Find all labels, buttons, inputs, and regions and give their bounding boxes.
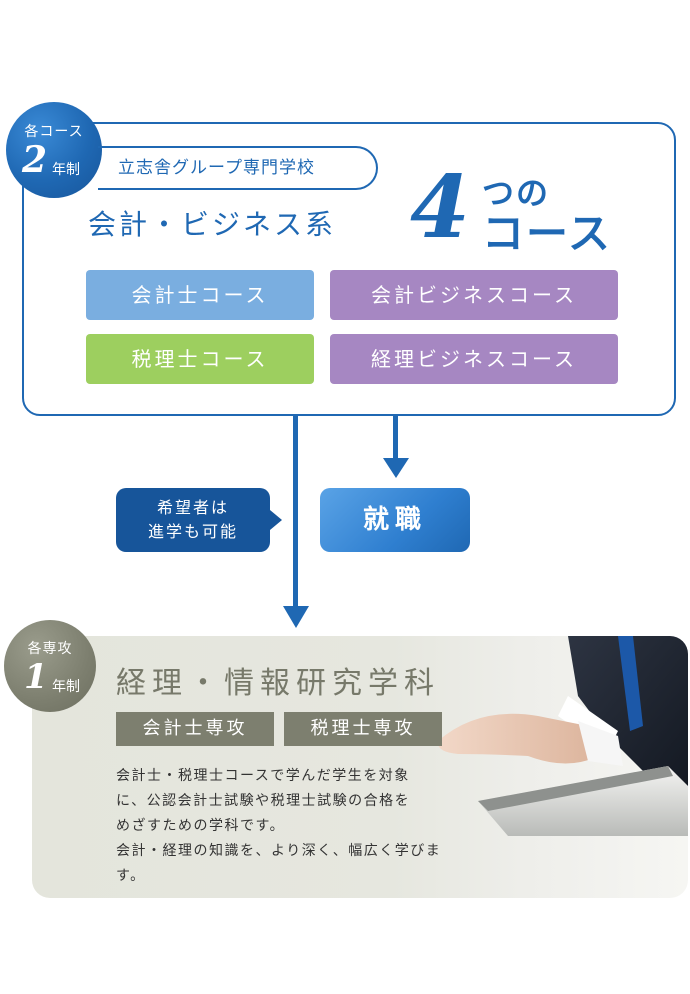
course-bookkeeping-business[interactable]: 経理ビジネスコース	[330, 334, 618, 384]
school-name: 立志舎グループ専門学校	[98, 146, 378, 190]
duration-badge-2year: 各コース 2 年制	[6, 102, 102, 198]
badge-number: 1	[24, 657, 48, 697]
arrow-down-icon	[383, 458, 409, 478]
employment-button[interactable]: 就職	[320, 488, 470, 552]
flow-arrow-to-department	[293, 416, 298, 612]
course-accountant[interactable]: 会計士コース	[86, 270, 314, 320]
advance-option-callout: 希望者は 進学も可能	[116, 488, 270, 552]
advance-line2: 進学も可能	[147, 522, 238, 541]
badge-unit: 年制	[52, 162, 80, 178]
flow-arrow-to-employment	[393, 416, 398, 462]
major-tax-accountant[interactable]: 税理士専攻	[284, 712, 442, 746]
badge-number: 2	[22, 139, 48, 181]
duration-badge-1year: 各専攻 1 年制	[4, 620, 96, 712]
department-panel	[32, 636, 688, 898]
course-tax-accountant[interactable]: 税理士コース	[86, 334, 314, 384]
callout-pointer	[270, 510, 282, 530]
description-line: す。	[116, 868, 146, 884]
description-line: 会計士・税理士コースで学んだ学生を対象	[116, 768, 410, 784]
course-count-number: 4	[410, 157, 470, 258]
advance-line1: 希望者は	[156, 498, 229, 517]
description-line: 会計・経理の知識を、より深く、幅広く学びま	[116, 843, 442, 859]
category-title: 会計・ビジネス系	[88, 208, 337, 241]
course-accounting-business[interactable]: 会計ビジネスコース	[330, 270, 618, 320]
course-count-suffix-bottom: コース	[482, 209, 612, 258]
description-line: めざすための学科です。	[116, 818, 286, 834]
badge-label: 各コース	[24, 124, 84, 140]
major-accountant[interactable]: 会計士専攻	[116, 712, 274, 746]
badge-label: 各専攻	[27, 641, 73, 657]
badge-unit: 年制	[52, 679, 80, 695]
business-hand-tablet-photo	[437, 636, 688, 836]
arrow-down-icon	[283, 606, 309, 628]
department-title: 経理・情報研究学科	[116, 666, 440, 701]
course-count-suffix-top: つの	[482, 174, 551, 212]
department-description: 会計士・税理士コースで学んだ学生を対象 に、公認会計士試験や税理士試験の合格を …	[116, 764, 456, 889]
description-line: に、公認会計士試験や税理士試験の合格を	[116, 793, 411, 809]
